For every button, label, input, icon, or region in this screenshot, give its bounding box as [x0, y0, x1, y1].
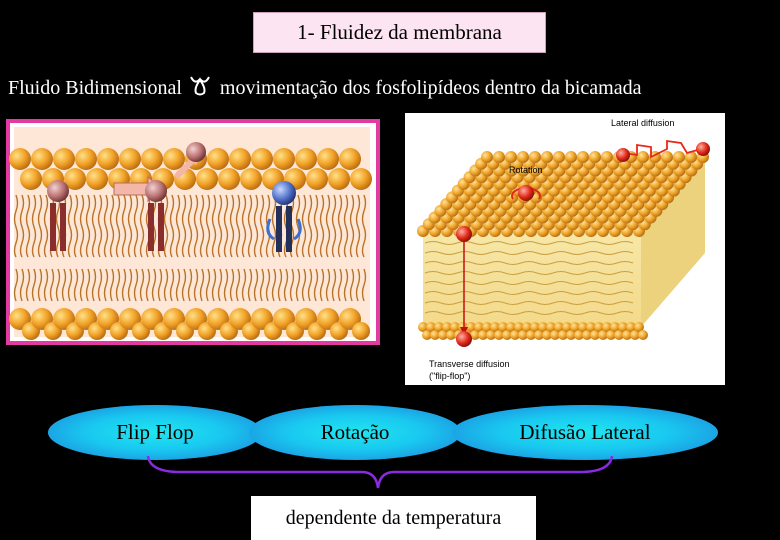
transverse-diffusion-label: Transverse diffusion — [429, 359, 510, 369]
rotation-label: Rotation — [509, 165, 543, 175]
curly-brace-icon — [146, 455, 614, 489]
temperature-box: dependente da temperatura — [251, 496, 536, 540]
rotation-oval-label: Rotação — [320, 420, 390, 444]
lateral-diffusion-oval-label: Difusão Lateral — [519, 420, 651, 444]
page-title: 1- Fluidez da membrana — [297, 20, 502, 44]
rotation-oval: Rotação — [249, 405, 461, 460]
temperature-label: dependente da temperatura — [285, 506, 502, 529]
flip-flop-oval: Flip Flop — [48, 405, 262, 460]
flip-flop-label: ("flip-flop") — [429, 371, 470, 381]
right-arrow-symbol-icon — [186, 74, 214, 102]
subtitle-term: Fluido Bidimensional — [8, 76, 182, 99]
membrane-figure-right: Lateral diffusion Rotation Transverse di… — [405, 113, 725, 385]
flip-flop-oval-label: Flip Flop — [116, 420, 194, 444]
title-box: 1- Fluidez da membrana — [253, 12, 546, 53]
lateral-diffusion-label: Lateral diffusion — [611, 118, 674, 128]
subtitle-description: movimentação dos fosfolipídeos dentro da… — [219, 76, 642, 99]
lateral-diffusion-oval: Difusão Lateral — [452, 405, 718, 460]
membrane-figure-left — [6, 119, 380, 345]
subtitle-line: Fluido Bidimensional movimentação dos fo… — [8, 73, 641, 103]
